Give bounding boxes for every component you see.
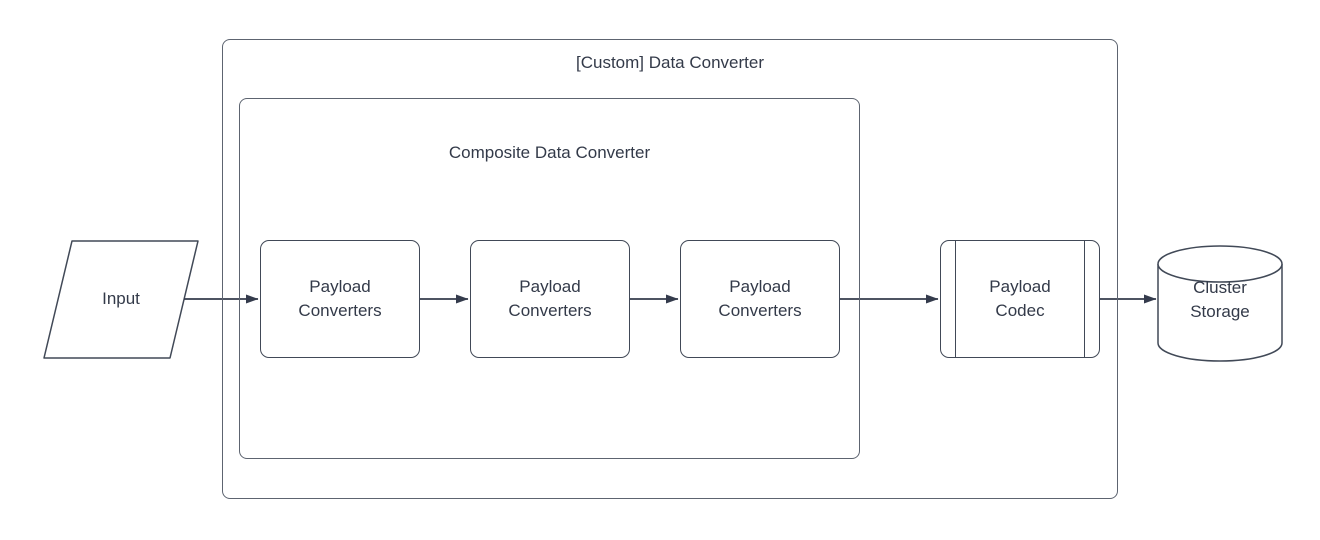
cluster-storage-cylinder-shape: [1157, 245, 1283, 362]
payload-converters-label-3: Payload Converters: [718, 277, 802, 320]
composite-data-converter-title: Composite Data Converter: [448, 143, 651, 162]
custom-data-converter-title: [Custom] Data Converter: [575, 53, 764, 72]
payload-codec-label: Payload Codec: [989, 277, 1051, 320]
payload-converters-label-1: Payload Converters: [298, 277, 382, 320]
payload-converters-label-2: Payload Converters: [508, 277, 592, 320]
cylinder-body: [1157, 264, 1283, 362]
payload-converters-box-1: Payload Converters: [260, 240, 420, 358]
cluster-storage-label: Cluster Storage: [1190, 278, 1250, 321]
input-label: Input: [102, 289, 140, 308]
codec-right-inner-line: [1084, 241, 1085, 357]
composite-data-converter-container: [239, 98, 860, 459]
input-parallelogram-shape: [43, 240, 199, 359]
custom-data-converter-container: [222, 39, 1118, 499]
payload-converters-box-2: Payload Converters: [470, 240, 630, 358]
cylinder-top-rim: [1157, 245, 1283, 283]
payload-converters-box-3: Payload Converters: [680, 240, 840, 358]
payload-codec-box: Payload Codec: [940, 240, 1100, 358]
codec-left-inner-line: [955, 241, 956, 357]
